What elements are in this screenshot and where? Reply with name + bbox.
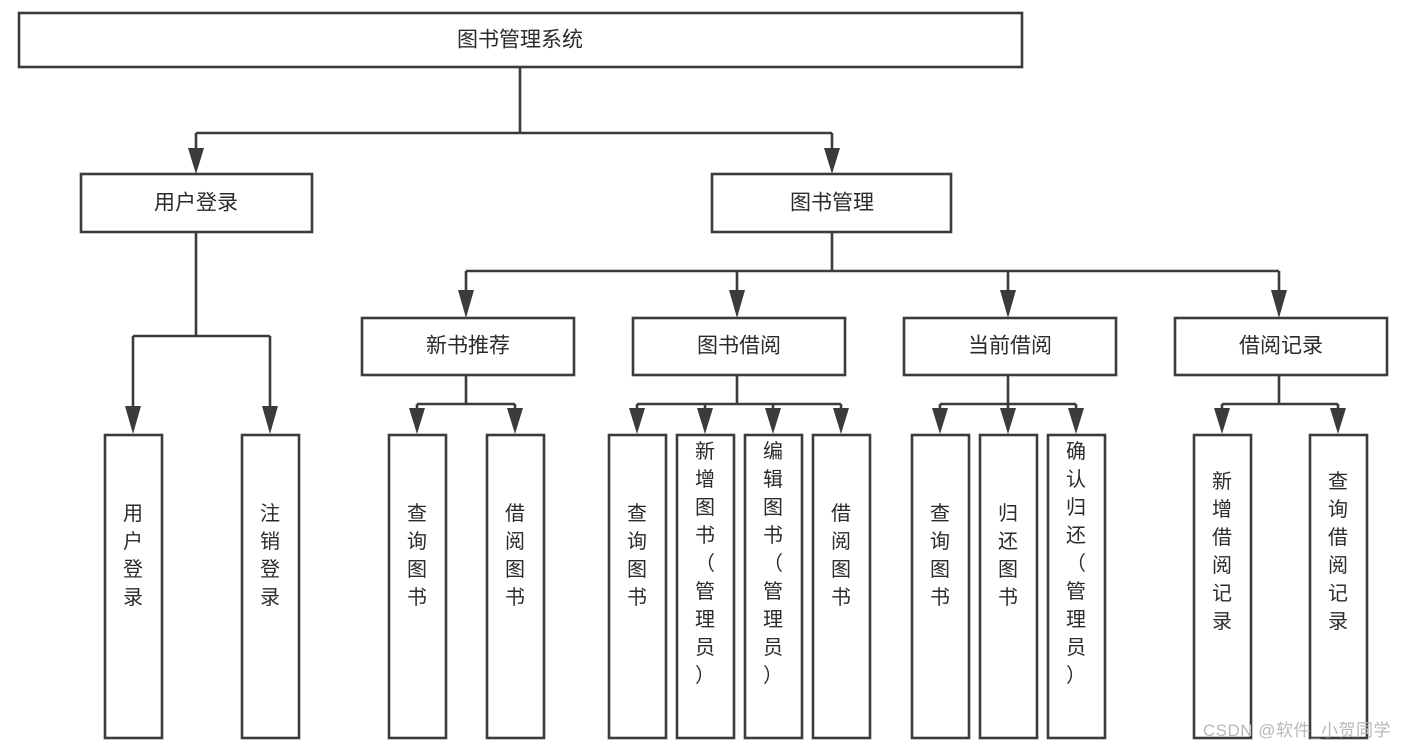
arrowhead-leaf-user-login [125, 406, 141, 434]
leaf-current-confirm-return-box[interactable] [1046, 433, 1107, 740]
node-book-borrow[interactable]: 图书借阅 [631, 316, 847, 377]
leaf-logout-label: 注销登录 [260, 502, 280, 609]
leaf-borrow-edit-book-label: 编辑图书（管理员） [763, 440, 783, 687]
leaf-borrow-edit-book[interactable]: 编辑图书（管理员） [743, 433, 804, 740]
arrowhead-record-leaf1 [1214, 408, 1230, 434]
arrowhead-current-leaf1 [932, 408, 948, 434]
arrowhead-current-leaf2 [1000, 408, 1016, 434]
leaf-current-query-book-label: 查询图书 [930, 502, 950, 609]
leaf-user-login[interactable]: 用户登录 [103, 433, 164, 740]
leaf-user-login-box[interactable] [103, 433, 164, 740]
node-borrow-record-label: 借阅记录 [1239, 335, 1323, 358]
arrowhead-current [1000, 290, 1016, 318]
node-root-system-label: 图书管理系统 [457, 29, 583, 52]
arrowhead-borrow-leaf3 [765, 408, 781, 434]
leaf-record-add-record-label: 新增借阅记录 [1212, 470, 1232, 633]
leaf-current-return-book-box[interactable] [978, 433, 1039, 740]
leaf-borrow-borrow-book[interactable]: 借阅图书 [811, 433, 872, 740]
leaf-current-return-book[interactable]: 归还图书 [978, 433, 1039, 740]
leaf-current-query-book[interactable]: 查询图书 [910, 433, 971, 740]
leaf-borrow-borrow-book-label: 借阅图书 [831, 502, 851, 609]
leaf-current-query-book-box[interactable] [910, 433, 971, 740]
connectors-group [125, 68, 1346, 434]
node-new-book-recommend-label: 新书推荐 [426, 335, 510, 358]
leaf-borrow-query-book-label: 查询图书 [627, 502, 647, 609]
node-current-borrow-label: 当前借阅 [968, 335, 1052, 358]
leaf-record-query-record[interactable]: 查询借阅记录 [1308, 433, 1369, 740]
arrowhead-leaf-logout [262, 406, 278, 434]
node-user-login[interactable]: 用户登录 [79, 172, 314, 234]
node-root-system-box[interactable] [17, 11, 1024, 69]
node-book-borrow-box[interactable] [631, 316, 847, 377]
node-borrow-record-box[interactable] [1173, 316, 1389, 377]
node-book-borrow-label: 图书借阅 [697, 335, 781, 358]
leaf-borrow-query-book-box[interactable] [607, 433, 668, 740]
leaf-logout[interactable]: 注销登录 [240, 433, 301, 740]
node-new-book-recommend[interactable]: 新书推荐 [360, 316, 576, 377]
arrowhead-newbook-leaf2 [507, 408, 523, 434]
node-book-management-label: 图书管理 [790, 192, 874, 215]
arrowhead-newbook [458, 290, 474, 318]
leaf-newbook-borrow-book-label: 借阅图书 [505, 502, 525, 609]
arrowhead-borrow-leaf4 [833, 408, 849, 434]
leaf-newbook-query-book-box[interactable] [387, 433, 448, 740]
leaf-record-add-record[interactable]: 新增借阅记录 [1192, 433, 1253, 740]
node-book-management[interactable]: 图书管理 [710, 172, 953, 234]
node-book-management-box[interactable] [710, 172, 953, 234]
leaf-borrow-edit-book-box[interactable] [743, 433, 804, 740]
leaf-current-confirm-return-label: 确认归还（管理员） [1066, 440, 1086, 687]
arrowhead-userlogin [188, 148, 204, 174]
arrowhead-newbook-leaf1 [409, 408, 425, 434]
leaf-newbook-query-book[interactable]: 查询图书 [387, 433, 448, 740]
leaf-current-confirm-return[interactable]: 确认归还（管理员） [1046, 433, 1107, 740]
leaf-user-login-label: 用户登录 [123, 503, 143, 609]
node-user-login-box[interactable] [79, 172, 314, 234]
node-new-book-recommend-box[interactable] [360, 316, 576, 377]
arrowhead-record-leaf2 [1330, 408, 1346, 434]
arrowhead-borrow [729, 290, 745, 318]
leaf-borrow-borrow-book-box[interactable] [811, 433, 872, 740]
leaf-borrow-add-book-box[interactable] [675, 433, 736, 740]
node-root-system[interactable]: 图书管理系统 [17, 11, 1024, 69]
arrowhead-borrow-leaf2 [697, 408, 713, 434]
arrowhead-record [1271, 290, 1287, 318]
node-current-borrow-box[interactable] [902, 316, 1118, 377]
node-user-login-label: 用户登录 [154, 192, 238, 215]
arrowhead-borrow-leaf1 [629, 408, 645, 434]
arrowhead-bookmgmt [824, 148, 840, 174]
csdn-watermark: CSDN @软件_小贺同学 [1202, 721, 1391, 740]
leaf-current-return-book-label: 归还图书 [998, 502, 1018, 609]
leaf-newbook-borrow-book-box[interactable] [485, 433, 546, 740]
leaf-record-query-record-label: 查询借阅记录 [1328, 470, 1348, 633]
node-current-borrow[interactable]: 当前借阅 [902, 316, 1118, 377]
node-borrow-record[interactable]: 借阅记录 [1173, 316, 1389, 377]
leaf-borrow-add-book[interactable]: 新增图书（管理员） [675, 433, 736, 740]
leaf-borrow-add-book-label: 新增图书（管理员） [695, 440, 715, 687]
leaf-newbook-query-book-label: 查询图书 [407, 502, 427, 609]
arrowhead-current-leaf3 [1068, 408, 1084, 434]
leaf-record-add-record-box[interactable] [1192, 433, 1253, 740]
leaf-record-query-record-box[interactable] [1308, 433, 1369, 740]
leaf-newbook-borrow-book[interactable]: 借阅图书 [485, 433, 546, 740]
leaf-borrow-query-book[interactable]: 查询图书 [607, 433, 668, 740]
leaf-logout-box[interactable] [240, 433, 301, 740]
